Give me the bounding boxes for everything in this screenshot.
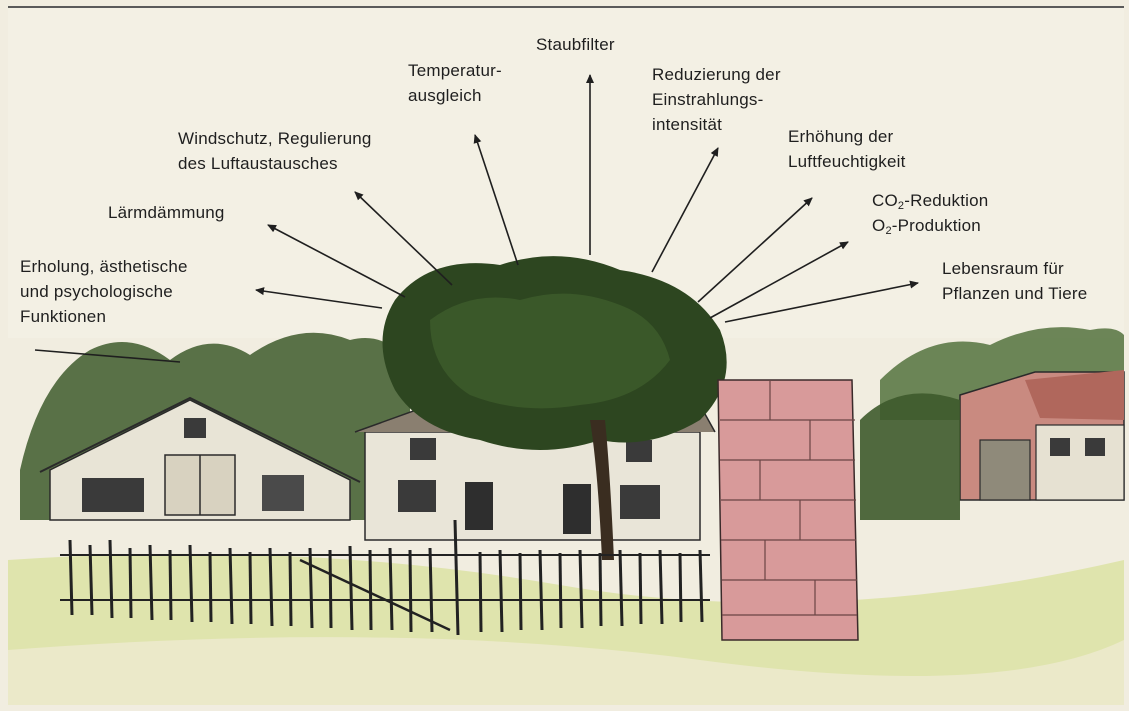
label-reduzierung: Reduzierung der Einstrahlungs- intensitä… (652, 62, 781, 137)
stone-pillar (718, 380, 858, 640)
label-temperaturausgleich: Temperatur- ausgleich (408, 58, 502, 108)
label-windschutz: Windschutz, Regulierung des Luftaustausc… (178, 126, 372, 176)
label-erholung: Erholung, ästhetische und psychologische… (20, 254, 188, 329)
label-co2: CO2-Reduktion (872, 188, 988, 213)
label-erhoehung: Erhöhung der Luftfeuchtigkeit (788, 124, 906, 174)
label-o2: O2-Produktion (872, 213, 988, 238)
label-staubfilter: Staubfilter (536, 32, 615, 57)
label-lebensraum: Lebensraum für Pflanzen und Tiere (942, 256, 1087, 306)
label-co2-o2: CO2-Reduktion O2-Produktion (872, 188, 988, 238)
label-laermdaemmung: Lärmdämmung (108, 200, 225, 225)
